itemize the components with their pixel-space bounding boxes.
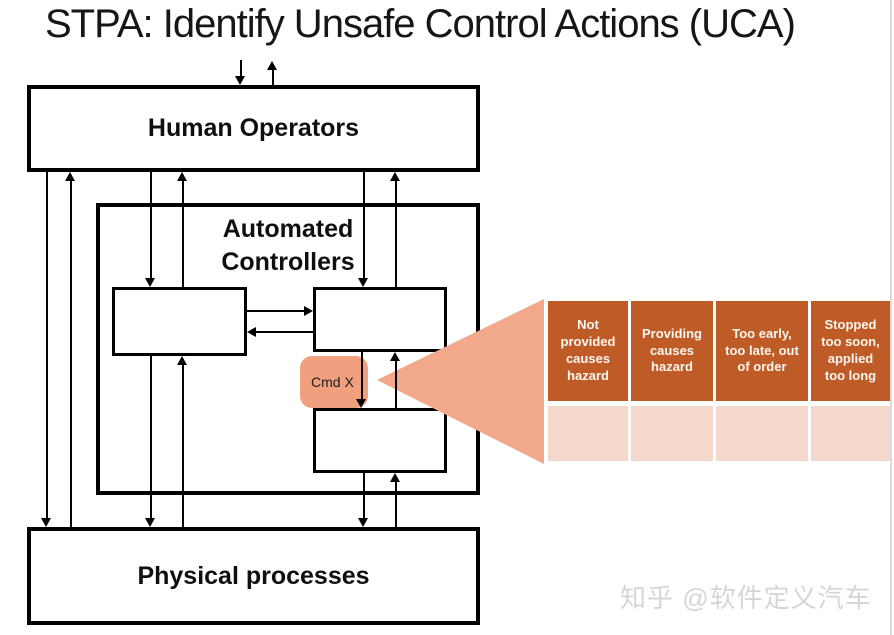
uca-body-cell (716, 406, 808, 461)
leftbox-to-rightbox-arrowhead-icon (304, 306, 313, 316)
leftbox-to-physical-arrowhead-icon (145, 518, 155, 527)
human-to-physical-line (46, 172, 48, 519)
physical-to-human-arrowhead-icon (65, 172, 75, 181)
controller-lower-box (313, 408, 447, 473)
uca-header-too-early-late: Too early, too late, out of order (716, 301, 808, 401)
human-operators-label: Human Operators (147, 114, 360, 142)
env-to-human-arrowhead-icon (235, 76, 245, 85)
leftbox-to-physical-line (150, 356, 152, 519)
physical-to-human-line (70, 181, 72, 527)
uca-body-cell (631, 406, 713, 461)
window-edge (890, 0, 892, 635)
uca-header-stopped-too-soon: Stopped too soon, applied too long (811, 301, 890, 401)
uca-header-not-provided: Not provided causes hazard (548, 301, 628, 401)
human-operators-box: Human Operators (27, 85, 480, 172)
uca-table-body-row (548, 406, 890, 461)
physical-processes-label: Physical processes (137, 561, 370, 590)
controller-left-box (112, 287, 247, 356)
leftbox-to-human-line (182, 181, 184, 287)
lowerbox-to-physical-arrowhead-icon (358, 518, 368, 527)
human-to-leftbox-line (150, 172, 152, 279)
uca-body-cell (548, 406, 628, 461)
rightbox-to-leftbox-line (256, 331, 313, 333)
physical-to-leftbox-line (182, 365, 184, 527)
rightbox-to-leftbox-arrowhead-icon (247, 327, 256, 337)
callout-wedge-shape (377, 299, 544, 464)
env-to-human-line (240, 60, 242, 77)
controller-right-box (313, 287, 447, 352)
page-title: STPA: Identify Unsafe Control Actions (U… (45, 2, 796, 46)
human-to-leftbox-arrowhead-icon (145, 278, 155, 287)
uca-table-header-row: Not provided causes hazard Providing cau… (548, 301, 890, 401)
lowerbox-to-rightbox-line (395, 361, 397, 408)
rightbox-to-human-arrowhead-icon (390, 172, 400, 181)
cmd-x-down-line (361, 352, 363, 399)
physical-to-lowerbox-arrowhead-icon (390, 473, 400, 482)
lowerbox-to-physical-line (363, 473, 365, 519)
human-to-rightbox-line (363, 172, 365, 279)
human-to-physical-arrowhead-icon (41, 518, 51, 527)
cmd-x-down-arrowhead-icon (356, 399, 366, 408)
human-to-env-line (272, 70, 274, 87)
callout-wedge (377, 299, 544, 464)
physical-to-leftbox-arrowhead-icon (177, 356, 187, 365)
lowerbox-to-rightbox-arrowhead-icon (390, 352, 400, 361)
uca-header-providing: Providing causes hazard (631, 301, 713, 401)
rightbox-to-human-line (395, 181, 397, 287)
watermark: 知乎 @软件定义汽车 (620, 583, 872, 613)
human-to-env-arrowhead-icon (267, 61, 277, 70)
physical-to-lowerbox-line (395, 482, 397, 527)
leftbox-to-human-arrowhead-icon (177, 172, 187, 181)
leftbox-to-rightbox-line (247, 310, 304, 312)
uca-body-cell (811, 406, 890, 461)
cmd-x-label: Cmd X (311, 374, 354, 390)
automated-controllers-label: Automated Controllers (221, 215, 355, 276)
uca-table: Not provided causes hazard Providing cau… (548, 301, 890, 461)
human-to-rightbox-arrowhead-icon (358, 278, 368, 287)
physical-processes-box: Physical processes (27, 527, 480, 625)
